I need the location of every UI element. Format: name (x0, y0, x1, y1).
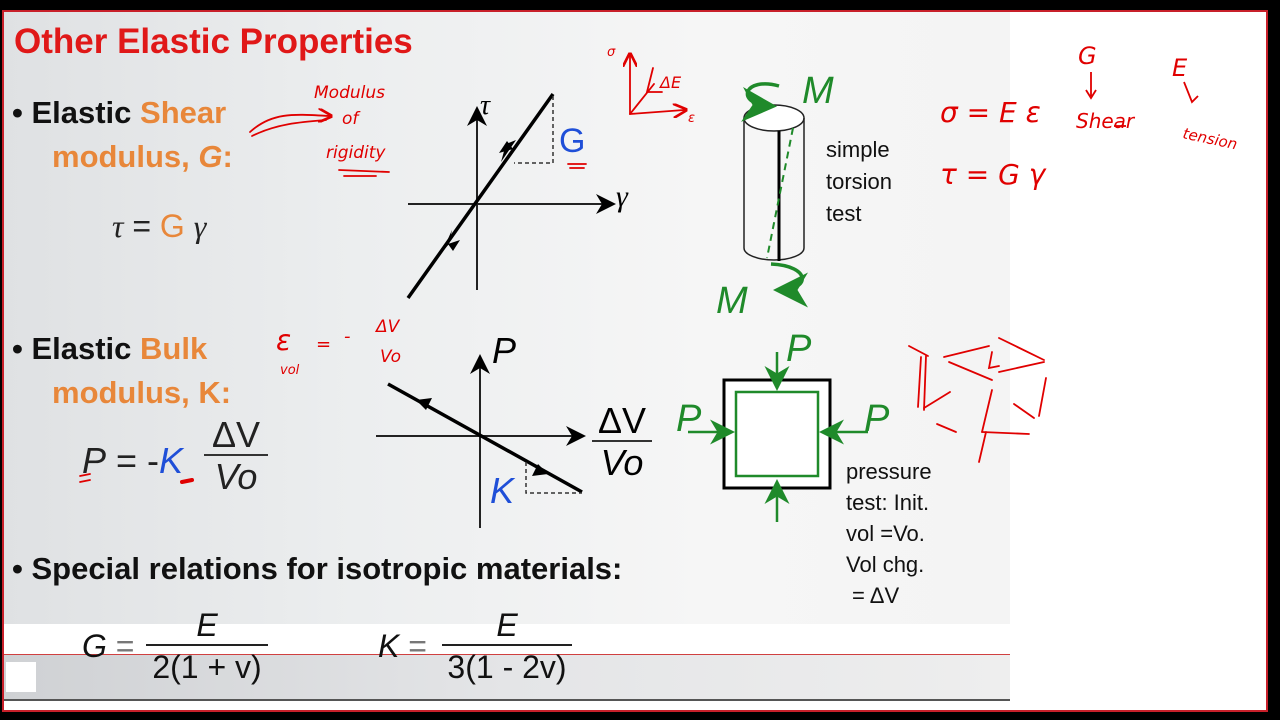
k-formula-fraction: E 3(1 - 2v) (442, 606, 572, 688)
slide-footer-band (4, 654, 1010, 701)
bulk-diagram (376, 354, 586, 528)
bulk-highlight: Bulk (140, 331, 208, 366)
k-den: 3(1 - 2v) (447, 649, 567, 685)
whiteboard-area (1010, 12, 1266, 710)
g-num: E (146, 606, 268, 646)
shear-diagram (406, 92, 616, 300)
bulk-y-axis-label: P (492, 330, 517, 371)
shear-bullet-prefix: • Elastic (12, 95, 141, 130)
equals-minus: = - (116, 440, 160, 481)
torsion-cylinder (741, 82, 809, 308)
ink-vol-eq: = (316, 334, 331, 355)
caption-line: pressure (846, 459, 932, 484)
pressure-top-label: P (786, 328, 812, 370)
slide-footer-white (4, 624, 1010, 654)
torsion-caption: simple torsion test (826, 134, 892, 230)
board-line1: σ = E ε (940, 96, 1041, 129)
caption-line: test: Init. (846, 490, 930, 515)
diagrams-layer: Modulus of rigidity σ ε ΔE ε vol = - ΔV … (79, 42, 1239, 528)
equals: = (132, 208, 152, 244)
g-den: 2(1 + v) (152, 649, 262, 685)
shear-highlight: Shear (140, 95, 227, 130)
shear-equation: τ = G γ (112, 208, 206, 245)
caption-line: vol =Vo. (846, 521, 925, 546)
slide: Other Elastic Properties • Elastic Shear… (4, 12, 1010, 624)
shear-y-axis-label: τ (480, 90, 491, 121)
shear-modulus-colon: : (222, 139, 233, 174)
caption-line: simple (826, 137, 890, 162)
torsion-moment-bottom: M (716, 280, 748, 322)
k-lhs: K (378, 628, 400, 664)
board-arrows (1085, 72, 1199, 127)
shear-x-axis-label: γ (616, 180, 628, 213)
bulk-num: ΔV (204, 416, 268, 456)
slide-title: Other Elastic Properties (14, 22, 413, 61)
bulk-bullet: • Elastic Bulk (12, 328, 207, 370)
ink-vol-den: Vo (380, 347, 401, 367)
shear-slope-label: G (559, 122, 586, 160)
bulk-fraction: ΔV Vo (204, 416, 268, 498)
torsion-moment-top: M (802, 70, 834, 112)
ink-modulus: Modulus (314, 83, 385, 103)
ink-text: Modulus of rigidity σ ε ΔE ε vol = - ΔV … (276, 42, 1239, 378)
g-coef: G (159, 208, 185, 244)
ink-vol-sub: vol (280, 363, 300, 378)
caption-line: = ΔV (852, 583, 900, 608)
bulk-equation: P = -K (82, 440, 183, 482)
k-eq: = (408, 628, 427, 664)
g-lhs: G (82, 628, 107, 664)
caption-line: test (826, 201, 862, 226)
caption-line: torsion (826, 169, 893, 194)
board-shear: Shear (1076, 109, 1136, 133)
ink-annotations (79, 56, 1047, 484)
k-formula-lhs: K = (378, 628, 427, 665)
pressure-box (688, 352, 868, 522)
g-formula-lhs: G = (82, 628, 134, 665)
ink-of: of (342, 109, 361, 129)
special-relations-bullet: • Special relations for isotropic materi… (12, 551, 623, 586)
tau-symbol: τ (112, 208, 124, 244)
ink-vol-sign: - (344, 326, 351, 347)
bulk-x-axis-label: ΔV Vo (592, 402, 652, 484)
bulk-modulus-line: modulus, K: (52, 375, 232, 410)
shear-modulus-text: modulus, (52, 139, 199, 174)
caption-line: Vol chg. (846, 552, 925, 577)
bulk-slope-label: K (490, 470, 515, 511)
ink-eps: ε (688, 111, 695, 126)
shear-bullet: • Elastic Shear (12, 92, 226, 134)
shear-modulus-line: modulus, G: (52, 136, 233, 178)
bulk-den: Vo (214, 456, 258, 497)
ink-vol-eps: ε (276, 324, 291, 357)
k-num: E (442, 606, 572, 646)
board-E: E (1172, 54, 1188, 82)
pressure-caption: pressure test: Init. vol =Vo. Vol chg. =… (846, 456, 932, 611)
ink-slope: ΔE (658, 73, 682, 92)
gamma-symbol: γ (193, 208, 207, 244)
video-frame: Other Elastic Properties • Elastic Shear… (2, 10, 1268, 712)
g-formula-fraction: E 2(1 + v) (146, 606, 268, 688)
pressure-right-label: P (864, 398, 890, 440)
shear-modulus-var: G (198, 139, 223, 174)
presenter-thumbnail (6, 662, 36, 692)
ink-rigidity: rigidity (326, 143, 386, 163)
board-tension: tension (1181, 124, 1239, 153)
k-var: K (159, 440, 184, 481)
ink-vol-num: ΔV (374, 317, 401, 337)
board-line2: τ = G γ (940, 158, 1047, 191)
x-den: Vo (600, 442, 644, 483)
board-G: G (1078, 42, 1097, 70)
g-eq: = (115, 628, 135, 664)
ink-sigma: σ (607, 45, 616, 60)
x-num: ΔV (592, 402, 652, 442)
bulk-bullet-prefix: • Elastic (12, 331, 141, 366)
